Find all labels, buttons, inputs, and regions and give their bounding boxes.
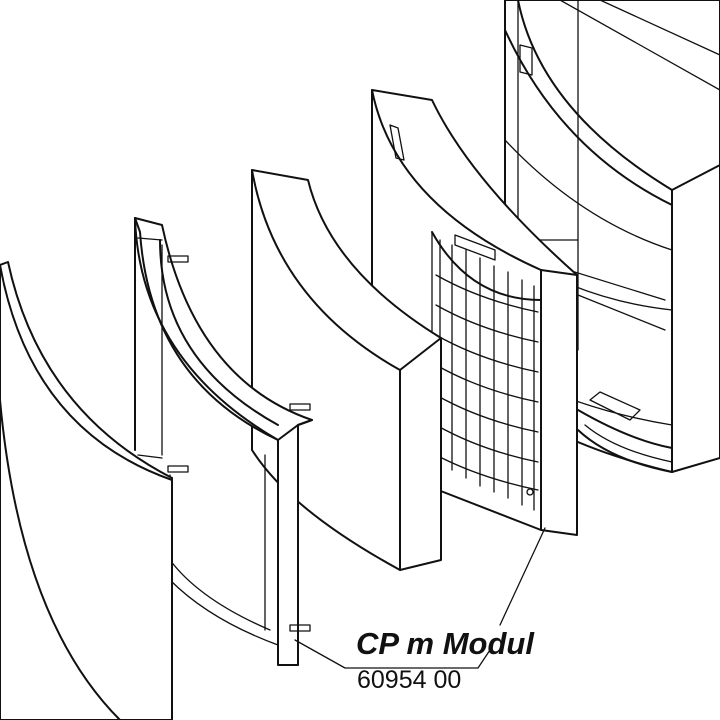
filter-frame xyxy=(134,217,313,666)
product-name-label: CP m Modul xyxy=(356,626,535,661)
front-cover xyxy=(0,261,173,720)
leader-line-part xyxy=(294,639,491,669)
part-number-label: 60954 00 xyxy=(357,666,461,694)
leader-line-module xyxy=(499,527,546,626)
grid-mesh xyxy=(435,239,539,511)
